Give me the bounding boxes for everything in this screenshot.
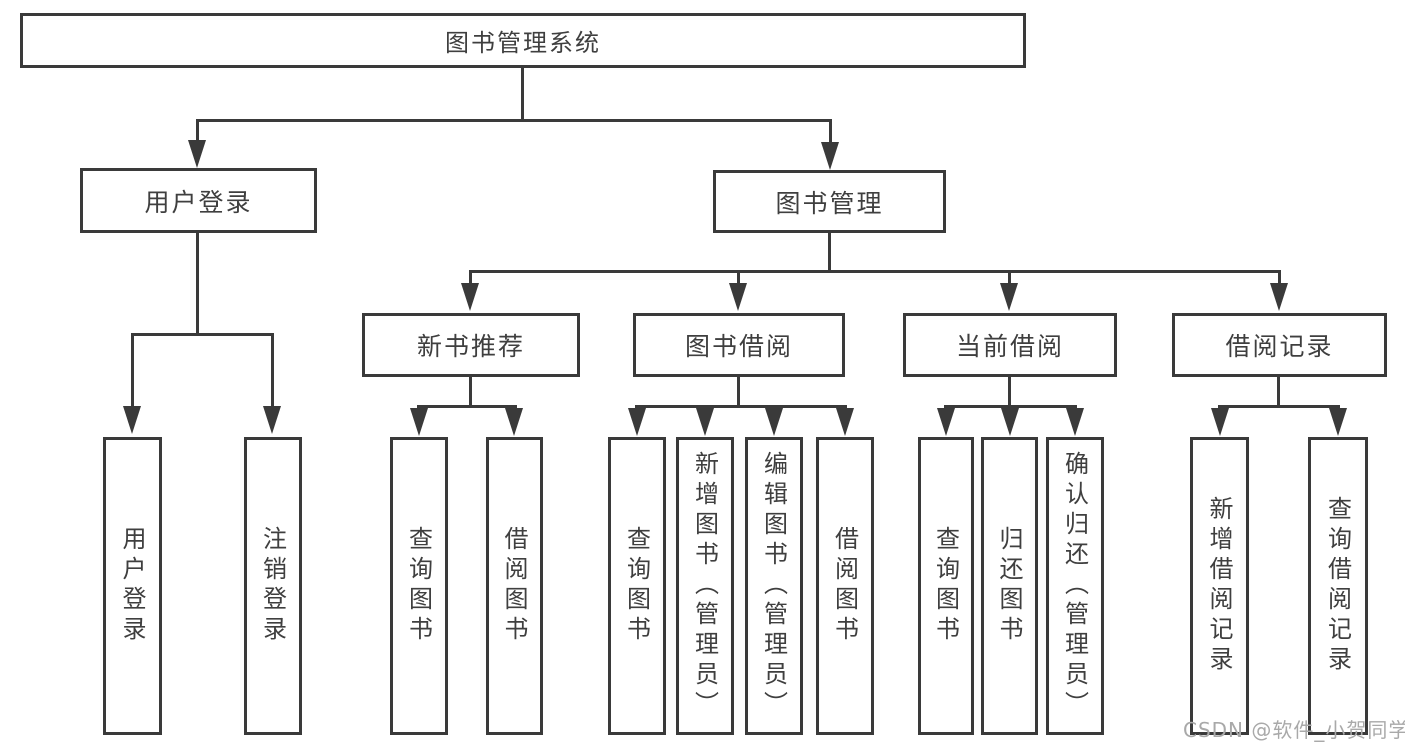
arrow-down-icon [729,283,747,311]
arrow-down-icon [123,406,141,434]
connector-vline [1277,377,1280,408]
leaf-label: 查询图书 [622,526,651,646]
leaf-label: 查询借阅记录 [1323,496,1352,676]
arrow-down-icon [410,408,428,436]
leaf-label: 查询图书 [931,526,960,646]
arrow-down-icon [1001,408,1019,436]
leaf-edit-books-admin: 编辑图书（管理员） [745,437,803,735]
arrow-down-icon [937,408,955,436]
csdn-watermark: CSDN @软件_小贺同学 [1183,718,1405,742]
connector-vline [1008,270,1011,284]
arrow-down-icon [1000,283,1018,311]
connector-hline [196,119,832,122]
connector-vline [1008,377,1011,408]
leaf-query-borrow-record: 查询借阅记录 [1308,437,1368,735]
connector-vline [271,333,274,407]
connector-vline [131,333,134,407]
leaf-logout: 注销登录 [244,437,302,735]
node-user-login: 用户登录 [80,168,317,233]
connector-hline [1218,405,1340,408]
arrow-down-icon [263,406,281,434]
arrow-down-icon [628,408,646,436]
connector-hline [469,270,1281,273]
connector-vline [469,270,472,284]
arrow-down-icon [461,283,479,311]
connector-vline [829,119,832,143]
leaf-label: 编辑图书（管理员） [759,451,788,721]
leaf-label: 确认归还（管理员） [1060,451,1089,721]
node-book-borrow: 图书借阅 [633,313,845,377]
arrow-down-icon [1211,408,1229,436]
leaf-label: 新增借阅记录 [1205,496,1233,676]
leaf-label: 归还图书 [995,526,1023,646]
connector-hline [944,405,1077,408]
leaf-label: 查询图书 [404,526,433,646]
connector-vline [469,377,472,408]
leaf-query-books-1: 查询图书 [390,437,448,735]
node-new-book-recommend: 新书推荐 [362,313,580,377]
leaf-query-books-3: 查询图书 [918,437,974,735]
node-current-borrow: 当前借阅 [903,313,1117,377]
leaf-label: 新增图书（管理员） [690,451,719,721]
arrow-down-icon [696,408,714,436]
connector-vline [196,119,199,141]
leaf-label: 注销登录 [258,526,287,646]
leaf-user-login: 用户登录 [103,437,162,735]
leaf-label: 用户登录 [118,526,146,646]
arrow-down-icon [836,408,854,436]
arrow-down-icon [188,140,206,168]
arrow-down-icon [821,142,839,170]
connector-hline [635,405,847,408]
leaf-label: 借阅图书 [830,526,859,646]
node-root: 图书管理系统 [20,13,1026,68]
arrow-down-icon [765,408,783,436]
leaf-add-borrow-record: 新增借阅记录 [1190,437,1249,735]
node-borrow-records: 借阅记录 [1172,313,1387,377]
connector-vline [521,68,524,120]
leaf-label: 借阅图书 [500,526,528,646]
connector-hline [417,405,517,408]
arrow-down-icon [1329,408,1347,436]
leaf-return-books: 归还图书 [981,437,1038,735]
connector-hline [131,333,274,336]
connector-vline [828,233,831,273]
connector-vline [737,377,740,408]
node-book-management: 图书管理 [713,170,946,233]
arrow-down-icon [505,408,523,436]
connector-vline [737,270,740,284]
connector-vline [196,233,199,336]
arrow-down-icon [1066,408,1084,436]
leaf-add-books-admin: 新增图书（管理员） [676,437,734,735]
arrow-down-icon [1270,283,1288,311]
connector-vline [1278,270,1281,284]
leaf-borrow-books-2: 借阅图书 [816,437,874,735]
leaf-borrow-books-1: 借阅图书 [486,437,543,735]
leaf-query-books-2: 查询图书 [608,437,666,735]
leaf-confirm-return-admin: 确认归还（管理员） [1046,437,1104,735]
